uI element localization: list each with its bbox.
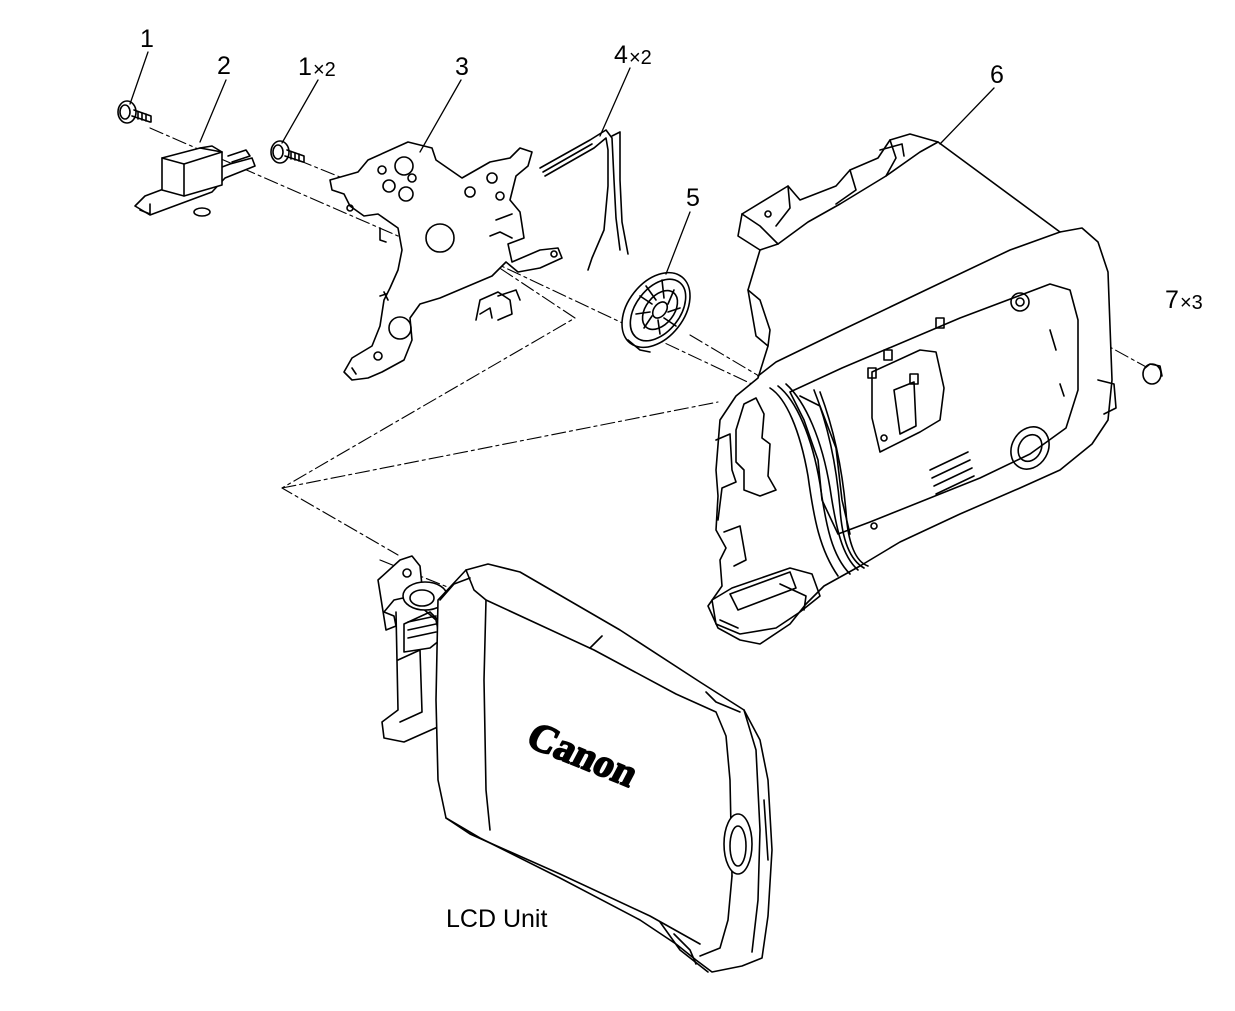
svg-text:LCD Unit: LCD Unit	[446, 905, 547, 933]
svg-text:1: 1	[298, 53, 312, 81]
svg-text:4: 4	[614, 41, 628, 69]
svg-text:×2: ×2	[313, 59, 336, 81]
callout-7-x3: 7 ×3	[1165, 286, 1203, 314]
svg-text:2: 2	[217, 52, 231, 80]
callout-1-x2: 1 ×2	[298, 53, 336, 81]
leader-lines	[129, 51, 995, 275]
svg-text:6: 6	[990, 61, 1004, 89]
callout-5: 5	[686, 184, 700, 212]
metal-plate-part-3	[329, 141, 563, 381]
svg-text:×2: ×2	[629, 47, 652, 69]
screw-part-1-pair	[270, 140, 305, 164]
svg-text:3: 3	[455, 53, 469, 81]
callout-2: 2	[217, 52, 231, 80]
callout-3: 3	[455, 53, 469, 81]
bracket-part-2	[134, 145, 256, 217]
callout-1: 1	[140, 25, 154, 53]
svg-text:7: 7	[1165, 286, 1179, 314]
wire-part-4	[539, 129, 629, 271]
cap-part-7	[1142, 363, 1163, 385]
lcd-unit	[377, 555, 773, 973]
callout-6: 6	[990, 61, 1004, 89]
svg-text:5: 5	[686, 184, 700, 212]
speaker-part-5	[621, 271, 691, 353]
svg-text:1: 1	[140, 25, 154, 53]
screw-part-1	[117, 100, 152, 124]
svg-text:×3: ×3	[1180, 292, 1203, 314]
lcd-unit-caption: LCD Unit	[446, 905, 547, 933]
callout-4-x2: 4 ×2	[614, 41, 652, 69]
body-housing-part-6	[707, 133, 1117, 645]
